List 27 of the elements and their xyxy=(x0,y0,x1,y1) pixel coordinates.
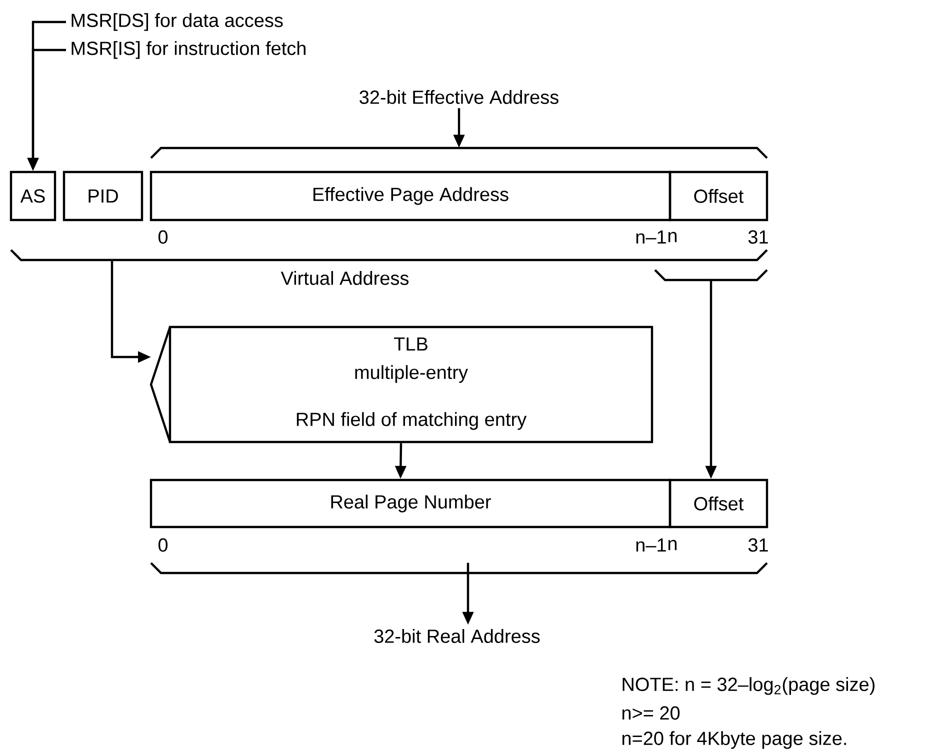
bit-number: n–1 xyxy=(636,538,666,552)
note-text: n=20 for 4Kbyte page size. xyxy=(622,731,846,749)
address-label: 32-bit Effective Address xyxy=(360,90,558,104)
brace xyxy=(10,249,768,262)
brace xyxy=(150,562,768,574)
address-label: 32-bit Real Address xyxy=(374,629,540,643)
field-box: Real Page Number xyxy=(150,478,672,528)
field-box: PID xyxy=(62,170,144,222)
bit-number: 0 xyxy=(158,230,168,244)
bit-number: n xyxy=(668,540,677,550)
bit-number: n–1 xyxy=(636,230,666,244)
field-box: Offset xyxy=(668,170,768,222)
field-box: Effective Page Address xyxy=(150,170,672,222)
signal-label: MSR[DS] for data access xyxy=(72,13,283,31)
brace xyxy=(150,146,768,159)
note-text: NOTE: n = 32–log$_{2}$(page size) xyxy=(622,677,874,695)
note-text: n>= 20 xyxy=(622,706,680,720)
brace xyxy=(654,269,768,282)
bit-number: n xyxy=(668,232,677,242)
bit-number: 0 xyxy=(158,538,168,552)
bit-number: 31 xyxy=(748,538,768,552)
tlb-box: TLB multiple-entry RPN field of matching entry xyxy=(150,326,654,444)
brace-label: Virtual Address xyxy=(280,271,409,285)
signal-label: MSR[IS] for instruction fetch xyxy=(72,41,306,59)
bit-number: 31 xyxy=(748,230,768,244)
field-box: AS xyxy=(10,170,56,222)
field-box: Offset xyxy=(668,478,768,528)
